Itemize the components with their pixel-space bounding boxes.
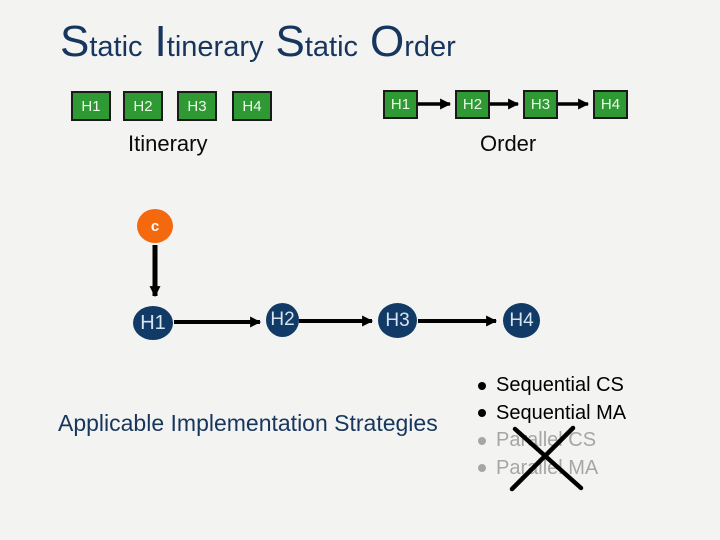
title-word-rest: rder xyxy=(404,31,456,63)
order-label: Order xyxy=(480,131,537,156)
title-word-rest: tatic xyxy=(89,31,143,63)
title-word-cap: I xyxy=(154,17,167,66)
itinerary-box-h3: H3 xyxy=(177,91,217,121)
itinerary-box-h4: H4 xyxy=(232,91,272,121)
bullet-dot xyxy=(478,436,486,445)
title-word-cap: S xyxy=(60,17,90,66)
title-word-rest: tatic xyxy=(304,31,359,63)
itinerary-label: Itinerary xyxy=(128,131,208,156)
title-word: Order xyxy=(370,20,456,64)
graph-node-h3: H3 xyxy=(378,303,417,338)
order-box-h2: H2 xyxy=(455,90,490,119)
bullet-dot xyxy=(478,381,486,390)
order-box-h1: H1 xyxy=(383,90,418,119)
title-word-cap: O xyxy=(370,17,405,66)
title-word: Static xyxy=(275,20,358,64)
strategy-label: Parallel MA xyxy=(496,456,599,479)
title-word: Static xyxy=(60,20,143,64)
bullet-dot xyxy=(478,464,486,473)
strategy-item-parallel-cs: Parallel CS xyxy=(478,427,626,455)
strategies-list: Sequential CS Sequential MA Parallel CS … xyxy=(478,372,626,482)
itinerary-box-h2: H2 xyxy=(123,91,163,121)
strategy-label: Sequential MA xyxy=(496,401,627,424)
itinerary-box-h1: H1 xyxy=(71,91,111,121)
order-box-h4: H4 xyxy=(593,90,628,119)
strategy-item-sequential-cs: Sequential CS xyxy=(478,372,626,400)
title-word-rest: tinerary xyxy=(166,31,264,63)
strategy-item-parallel-ma: Parallel MA xyxy=(478,455,626,483)
strategies-heading: Applicable Implementation Strategies xyxy=(58,410,438,436)
strategy-item-sequential-ma: Sequential MA xyxy=(478,400,626,428)
order-box-h3: H3 xyxy=(523,90,558,119)
title-word-cap: S xyxy=(275,17,305,66)
graph-node-h2: H2 xyxy=(266,303,299,337)
strategy-label: Sequential CS xyxy=(496,374,624,397)
graph-node-h4: H4 xyxy=(503,303,540,338)
strategy-label: Parallel CS xyxy=(496,429,597,452)
bullet-dot xyxy=(478,409,486,418)
title-word: Itinerary xyxy=(155,20,264,64)
graph-start-node-c: c xyxy=(137,209,173,243)
graph-node-h1: H1 xyxy=(133,306,173,340)
